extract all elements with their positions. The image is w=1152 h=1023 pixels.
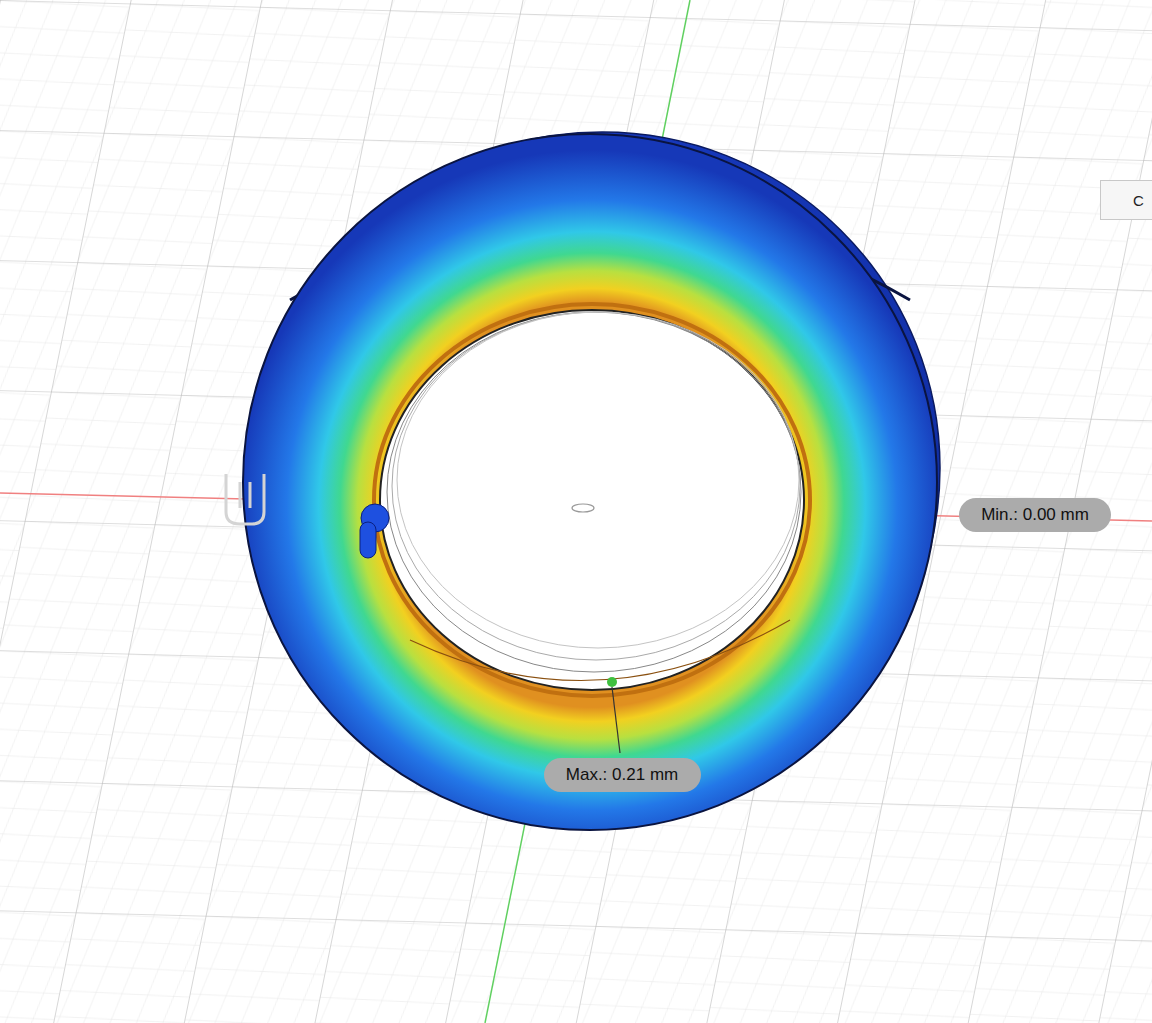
value-text: C [1133, 192, 1144, 209]
max-value-pill: Max.: 0.21 mm [544, 758, 701, 792]
toolbar-button: C [1100, 180, 1152, 220]
thread-line [392, 312, 800, 660]
probe-dot [607, 677, 617, 687]
thread-line [410, 620, 790, 681]
hole [380, 310, 804, 690]
constraint-pin [360, 522, 376, 558]
value-text: Min.: 0.00 mm [981, 505, 1089, 525]
ring-front-face [243, 134, 937, 830]
ghost-icon [226, 474, 264, 524]
thread-line [397, 312, 799, 648]
min-value-pill: Min.: 0.00 mm [959, 498, 1111, 532]
origin-marker [572, 504, 594, 512]
hole-chamfer [374, 304, 810, 696]
value-text: Max.: 0.21 mm [566, 765, 678, 785]
thread-line [387, 312, 801, 672]
leader-line [612, 687, 620, 753]
